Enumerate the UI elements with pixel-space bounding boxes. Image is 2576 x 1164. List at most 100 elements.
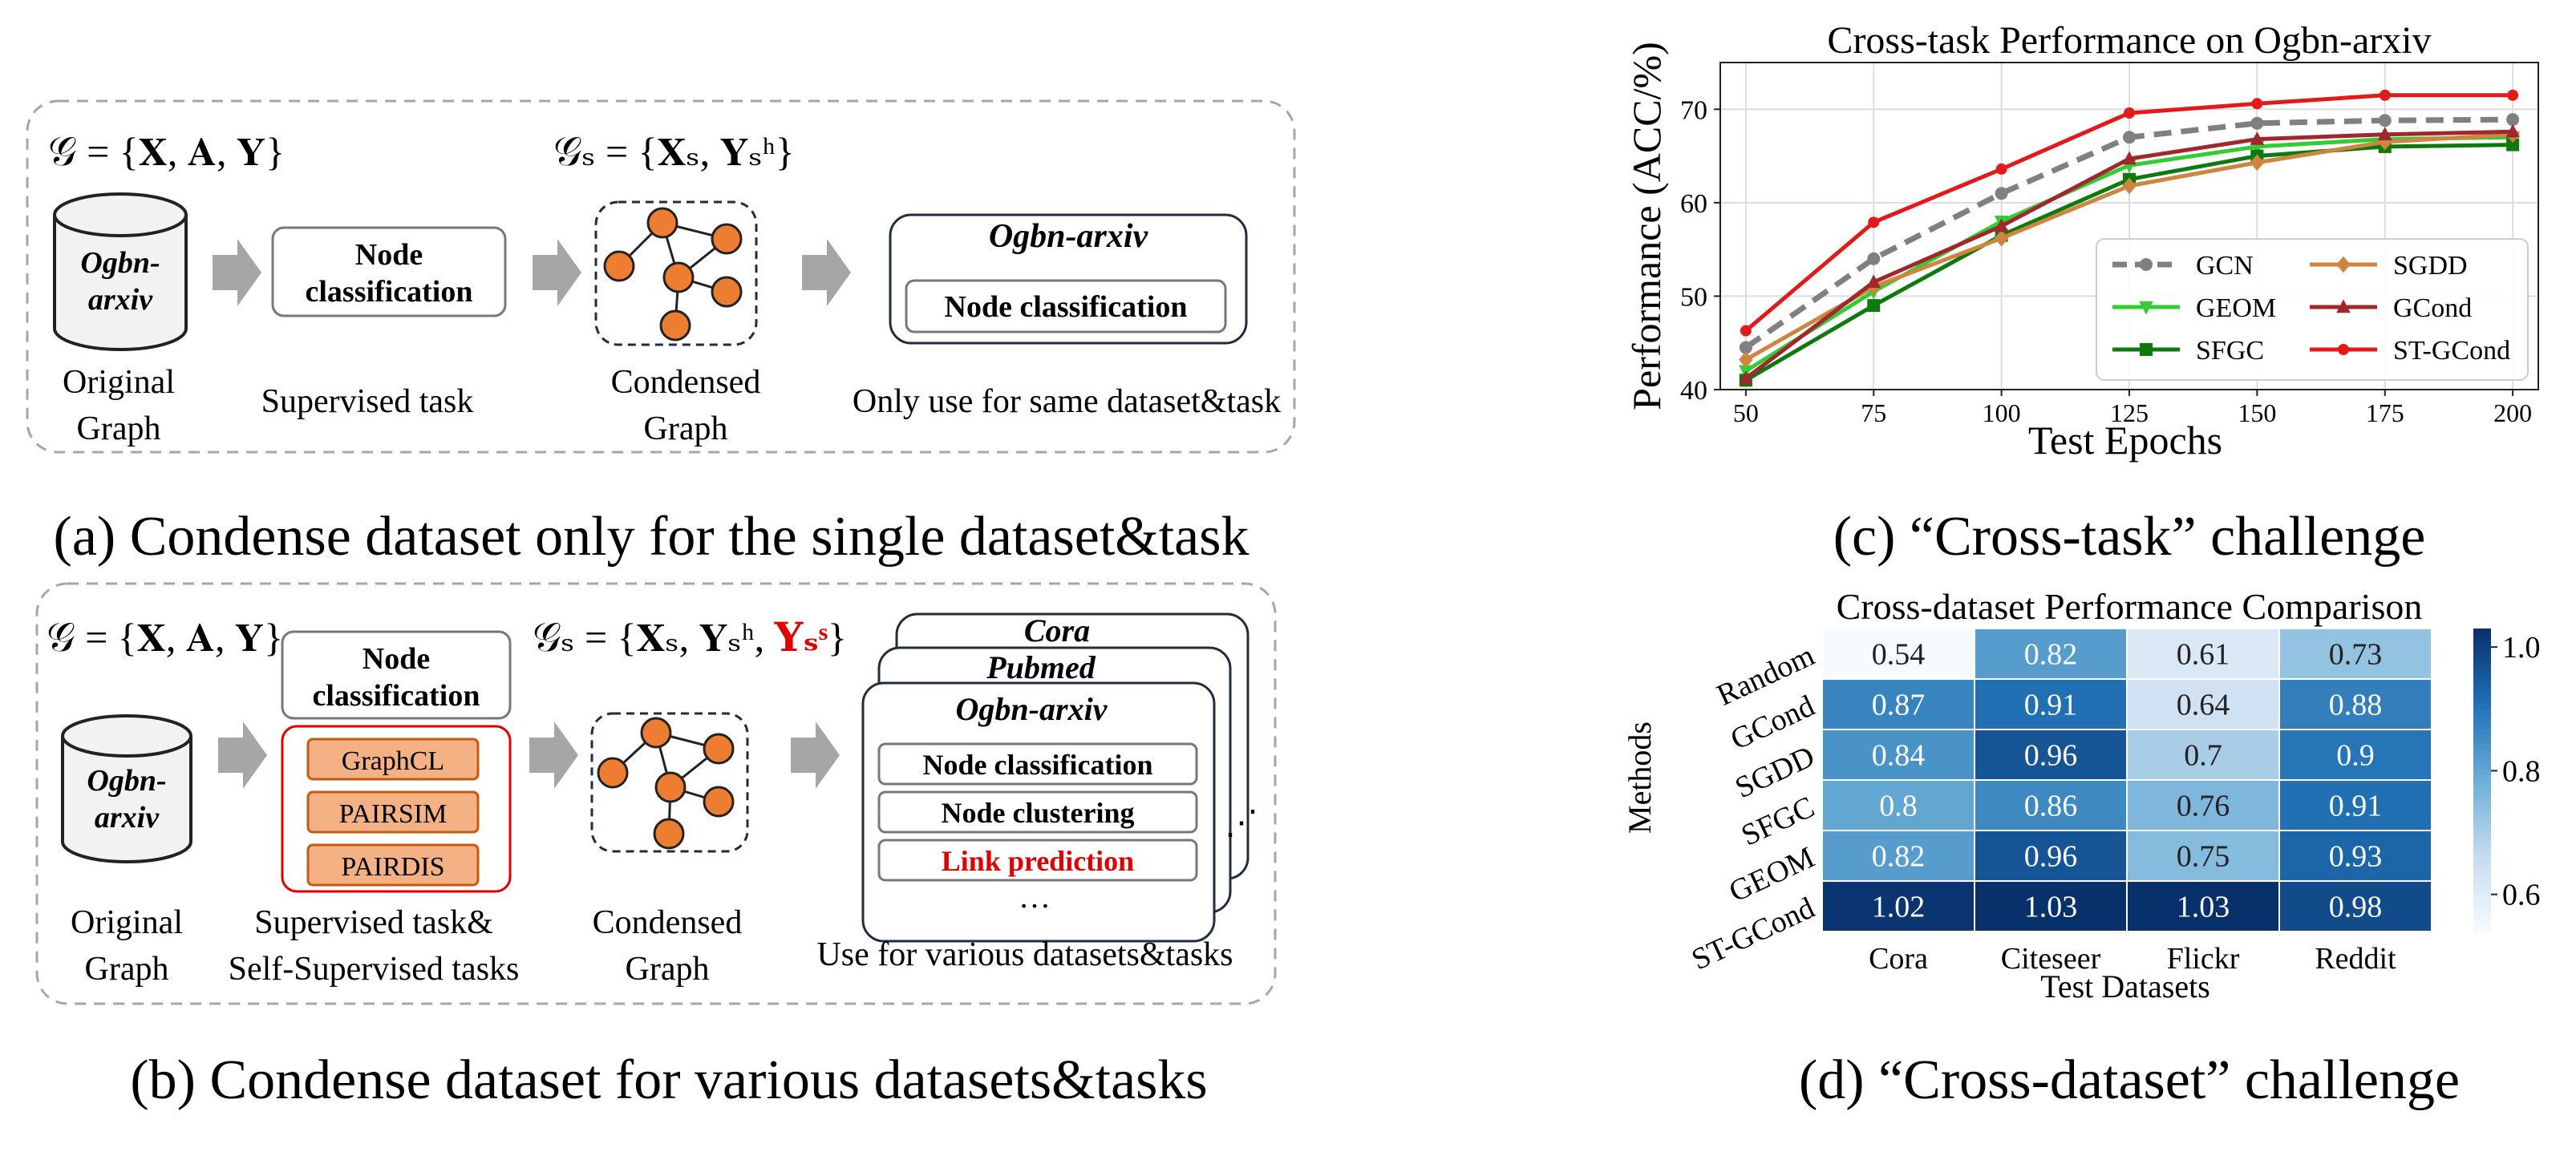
- original-graph-label-line2: Graph: [85, 951, 169, 988]
- x-tick-label: 50: [1733, 398, 1759, 427]
- colorbar-segment: [2473, 805, 2491, 811]
- colorbar-segment: [2473, 774, 2491, 781]
- colorbar-segment: [2473, 765, 2491, 771]
- colorbar-segment: [2473, 770, 2491, 776]
- data-point: [1868, 216, 1880, 228]
- colorbar-segment: [2473, 643, 2491, 650]
- legend-label: GCN: [2196, 251, 2254, 281]
- line-chart-y-label: Performance (ACC/%): [1624, 42, 1669, 410]
- colorbar-segment: [2473, 825, 2491, 831]
- ssl-task-box: [306, 738, 480, 781]
- heatmap-column-label: Cora: [1869, 942, 1928, 976]
- task-label-line1: Node: [355, 238, 423, 272]
- heatmap-cell-value: 0.61: [2177, 638, 2230, 672]
- data-point: [1739, 351, 1753, 369]
- heatmap-cell-value: 0.98: [2329, 891, 2383, 924]
- ssl-task-list: GraphCL PAIRSIM PAIRDIS: [306, 738, 480, 887]
- colorbar-segment: [2473, 699, 2491, 705]
- colorbar-segment: [2473, 724, 2491, 730]
- colorbar-segment: [2473, 800, 2491, 806]
- data-point: [2507, 89, 2519, 101]
- data-point: [1866, 274, 1881, 289]
- colorbar-segment: [2473, 895, 2491, 903]
- data-point: [1739, 341, 1752, 354]
- condensed-equation: 𝒢ₛ = {𝐗ₛ, 𝐘ₛʰ}: [553, 129, 795, 174]
- heatmap-cell: [2278, 880, 2432, 932]
- series-st-gcond: [1740, 89, 2519, 337]
- colorbar-segment: [2473, 780, 2491, 786]
- colorbar-segment: [2473, 759, 2491, 766]
- legend-label: ST-GCond: [2393, 336, 2510, 366]
- panel-d-caption: (d) “Cross-dataset” challenge: [1799, 1049, 2460, 1111]
- data-point: [1995, 187, 2008, 200]
- arrow-icon: [533, 239, 581, 306]
- legend-marker: [2140, 258, 2153, 271]
- legend-marker: [2336, 256, 2351, 273]
- data-point: [1994, 218, 2009, 232]
- colorbar-segment: [2473, 831, 2491, 837]
- colorbar-segment: [2473, 851, 2491, 857]
- colorbar-segment: [2473, 815, 2491, 822]
- database-cylinder-icon: [61, 714, 192, 863]
- y-tick-label: 60: [1680, 189, 1707, 219]
- task-box: [877, 790, 1198, 834]
- colorbar-segment: [2473, 734, 2491, 741]
- colorbar-segment: [2473, 921, 2491, 928]
- heatmap-cell: [1821, 729, 1975, 781]
- x-tick-label: 200: [2493, 398, 2532, 427]
- colorbar-segment: [2473, 638, 2491, 645]
- more-tasks-ellipsis: …: [1019, 879, 1051, 915]
- colorbar-segment: [2473, 845, 2491, 852]
- y-tick-label: 50: [1680, 282, 1707, 312]
- legend-label: GEOM: [2196, 293, 2276, 323]
- colorbar-segment: [2473, 744, 2491, 751]
- heatmap-cell: [1821, 678, 1975, 730]
- legend-marker: [2338, 344, 2349, 355]
- cylinder-label-line1: Ogbn-: [87, 764, 166, 798]
- panel-c-caption: (c) “Cross-task” challenge: [1833, 506, 2426, 568]
- heatmap-cell-value: 0.82: [1872, 840, 1926, 874]
- colorbar-segment: [2473, 840, 2491, 847]
- data-point: [1994, 229, 2009, 247]
- colorbar-segment: [2473, 790, 2491, 796]
- line-chart-title: Cross-task Performance on Ogbn-arxiv: [1827, 19, 2431, 62]
- original-graph-label-line2: Graph: [77, 410, 161, 447]
- front-task-list: Node classification Node clustering Link…: [877, 742, 1198, 882]
- heatmap-cell-value: 0.87: [1872, 689, 1926, 722]
- data-point: [1867, 252, 1881, 265]
- data-point: [2505, 123, 2520, 138]
- heatmap-cell-value: 1.02: [1872, 891, 1926, 924]
- colorbar-segment: [2473, 810, 2491, 817]
- colorbar-segment: [2473, 871, 2491, 877]
- colorbar-segment: [2473, 730, 2491, 736]
- arrow-icon: [218, 721, 267, 789]
- data-point: [2250, 131, 2265, 145]
- task-box: [877, 839, 1198, 882]
- colorbar-segment: [2473, 881, 2491, 887]
- data-point: [1740, 325, 1752, 337]
- original-graph-label-line1: Original: [71, 904, 183, 941]
- panel-b: 𝒢 = {𝐗, 𝐀, 𝐘} 𝒢ₛ = {𝐗ₛ, 𝐘ₛʰ, 𝐘ₛˢ} Ogbn- …: [35, 582, 1277, 1111]
- heatmap-cell: [1821, 880, 1975, 932]
- ssl-task-label: PAIRSIM: [339, 799, 448, 829]
- heatmap-cell-value: 0.84: [1872, 739, 1926, 773]
- heatmap-row-label: ST-GCond: [1687, 891, 1820, 976]
- line-chart-x-label: Test Epochs: [2028, 418, 2222, 463]
- colorbar-segment: [2473, 886, 2491, 892]
- task-caption-line1: Supervised task&: [254, 904, 492, 941]
- legend-label: SFGC: [2196, 336, 2264, 366]
- data-point: [2378, 114, 2392, 127]
- dataset-card-title: Ogbn-arxiv: [956, 691, 1108, 727]
- colorbar-segment: [2473, 689, 2491, 695]
- panel-b-caption: (b) Condense dataset for various dataset…: [130, 1049, 1207, 1111]
- colorbar-segment: [2473, 669, 2491, 675]
- condensed-graph-label-line2: Graph: [626, 951, 710, 988]
- data-point: [2506, 113, 2520, 127]
- condensed-graph-icon: [590, 712, 749, 853]
- legend-label: SGDD: [2393, 251, 2468, 281]
- colorbar-segment: [2473, 855, 2491, 862]
